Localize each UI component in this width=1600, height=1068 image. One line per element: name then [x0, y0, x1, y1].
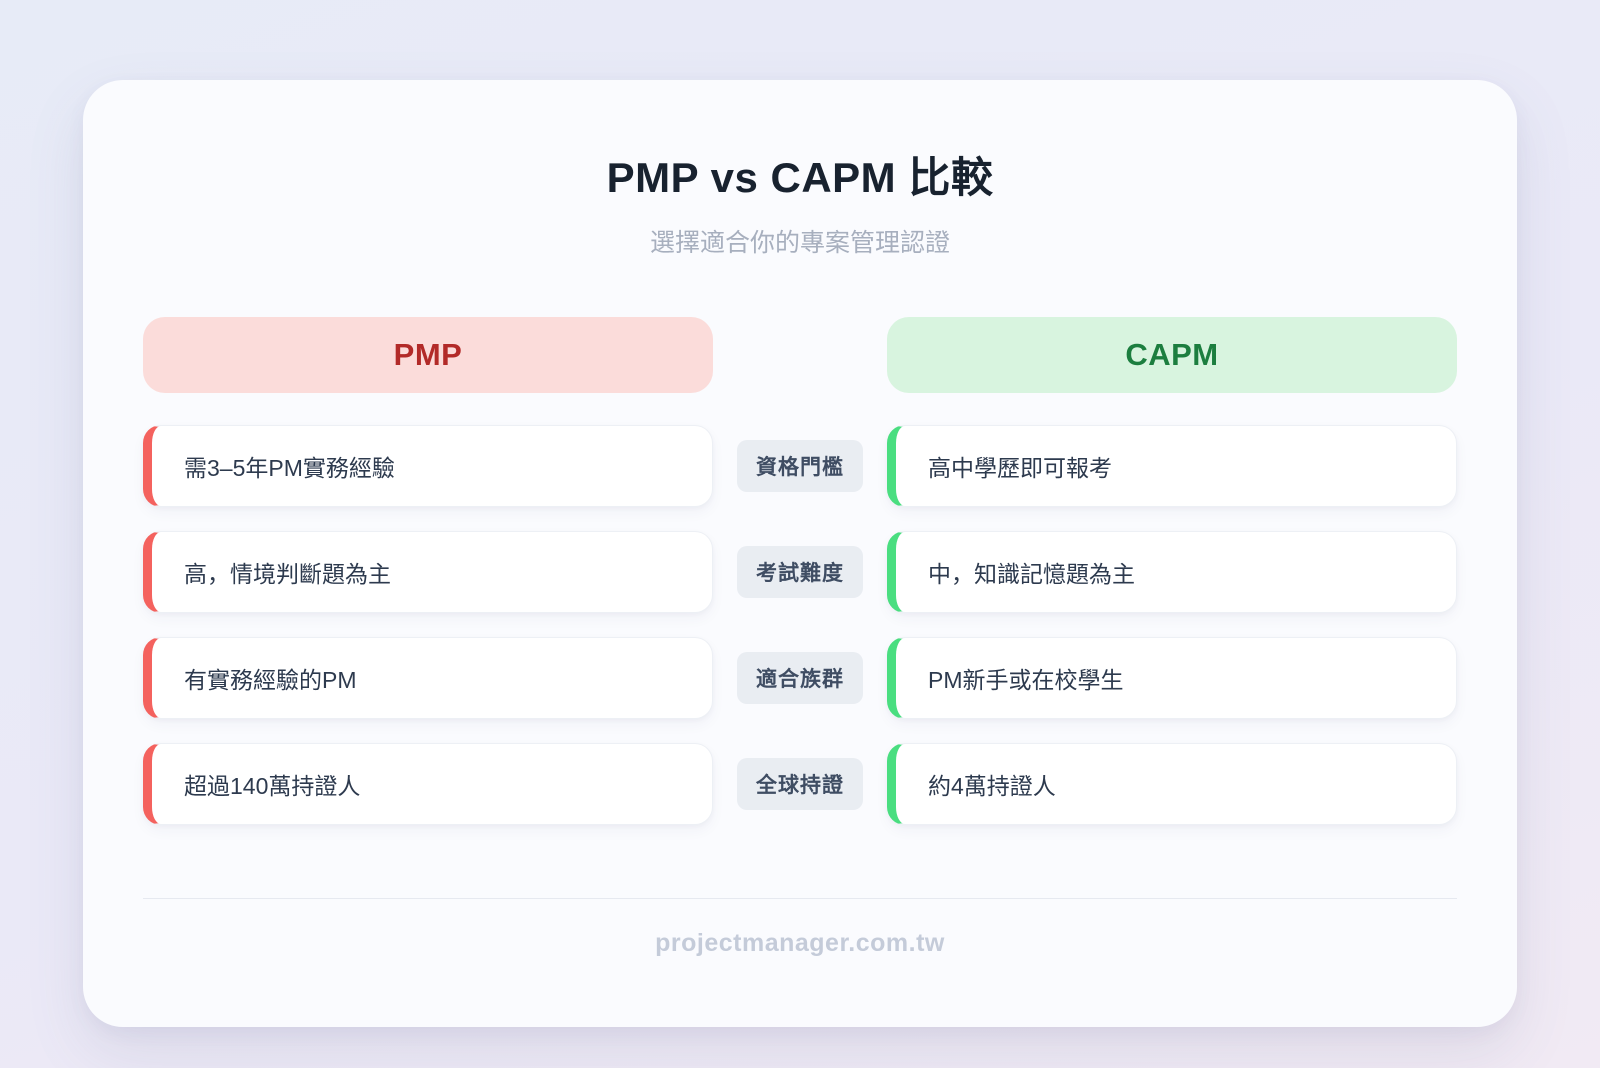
pmp-value-text: 需3–5年PM實務經驗: [184, 455, 395, 481]
capm-column-header: CAPM: [887, 317, 1457, 393]
pmp-column-label: PMP: [393, 337, 463, 372]
pmp-value-text: 超過140萬持證人: [184, 773, 361, 799]
footer-watermark: projectmanager.com.tw: [655, 929, 945, 957]
pmp-value-card: 高，情境判斷題為主: [143, 531, 713, 613]
capm-column-label: CAPM: [1125, 337, 1219, 372]
capm-value-card: 高中學歷即可報考: [887, 425, 1457, 507]
capm-value-text: 約4萬持證人: [928, 773, 1056, 799]
category-cell: 適合族群: [713, 637, 887, 719]
pmp-value-card: 有實務經驗的PM: [143, 637, 713, 719]
header-spacer: [713, 317, 887, 393]
column-headers: PMP CAPM: [143, 317, 1457, 393]
pmp-value-text: 高，情境判斷題為主: [184, 561, 391, 587]
comparison-rows: 需3–5年PM實務經驗 資格門檻 高中學歷即可報考 高，情境判斷題為主 考試難度…: [143, 425, 1457, 825]
pmp-value-card: 需3–5年PM實務經驗: [143, 425, 713, 507]
pmp-column-header: PMP: [143, 317, 713, 393]
capm-value-card: 約4萬持證人: [887, 743, 1457, 825]
pmp-value-text: 有實務經驗的PM: [184, 667, 357, 693]
capm-value-text: 中，知識記憶題為主: [928, 561, 1135, 587]
category-cell: 全球持證: [713, 743, 887, 825]
footer-divider: [143, 898, 1457, 899]
pmp-value-card: 超過140萬持證人: [143, 743, 713, 825]
capm-value-text: 高中學歷即可報考: [928, 455, 1112, 481]
category-pill: 全球持證: [737, 758, 863, 810]
category-pill: 考試難度: [737, 546, 863, 598]
category-pill: 適合族群: [737, 652, 863, 704]
category-cell: 資格門檻: [713, 425, 887, 507]
category-cell: 考試難度: [713, 531, 887, 613]
page-title: PMP vs CAPM 比較: [606, 154, 994, 201]
capm-value-text: PM新手或在校學生: [928, 667, 1124, 693]
main-card: PMP vs CAPM 比較 選擇適合你的專案管理認證 PMP CAPM 需3–…: [83, 80, 1517, 1027]
capm-value-card: PM新手或在校學生: [887, 637, 1457, 719]
capm-value-card: 中，知識記憶題為主: [887, 531, 1457, 613]
category-pill: 資格門檻: [737, 440, 863, 492]
page-subtitle: 選擇適合你的專案管理認證: [649, 229, 950, 257]
